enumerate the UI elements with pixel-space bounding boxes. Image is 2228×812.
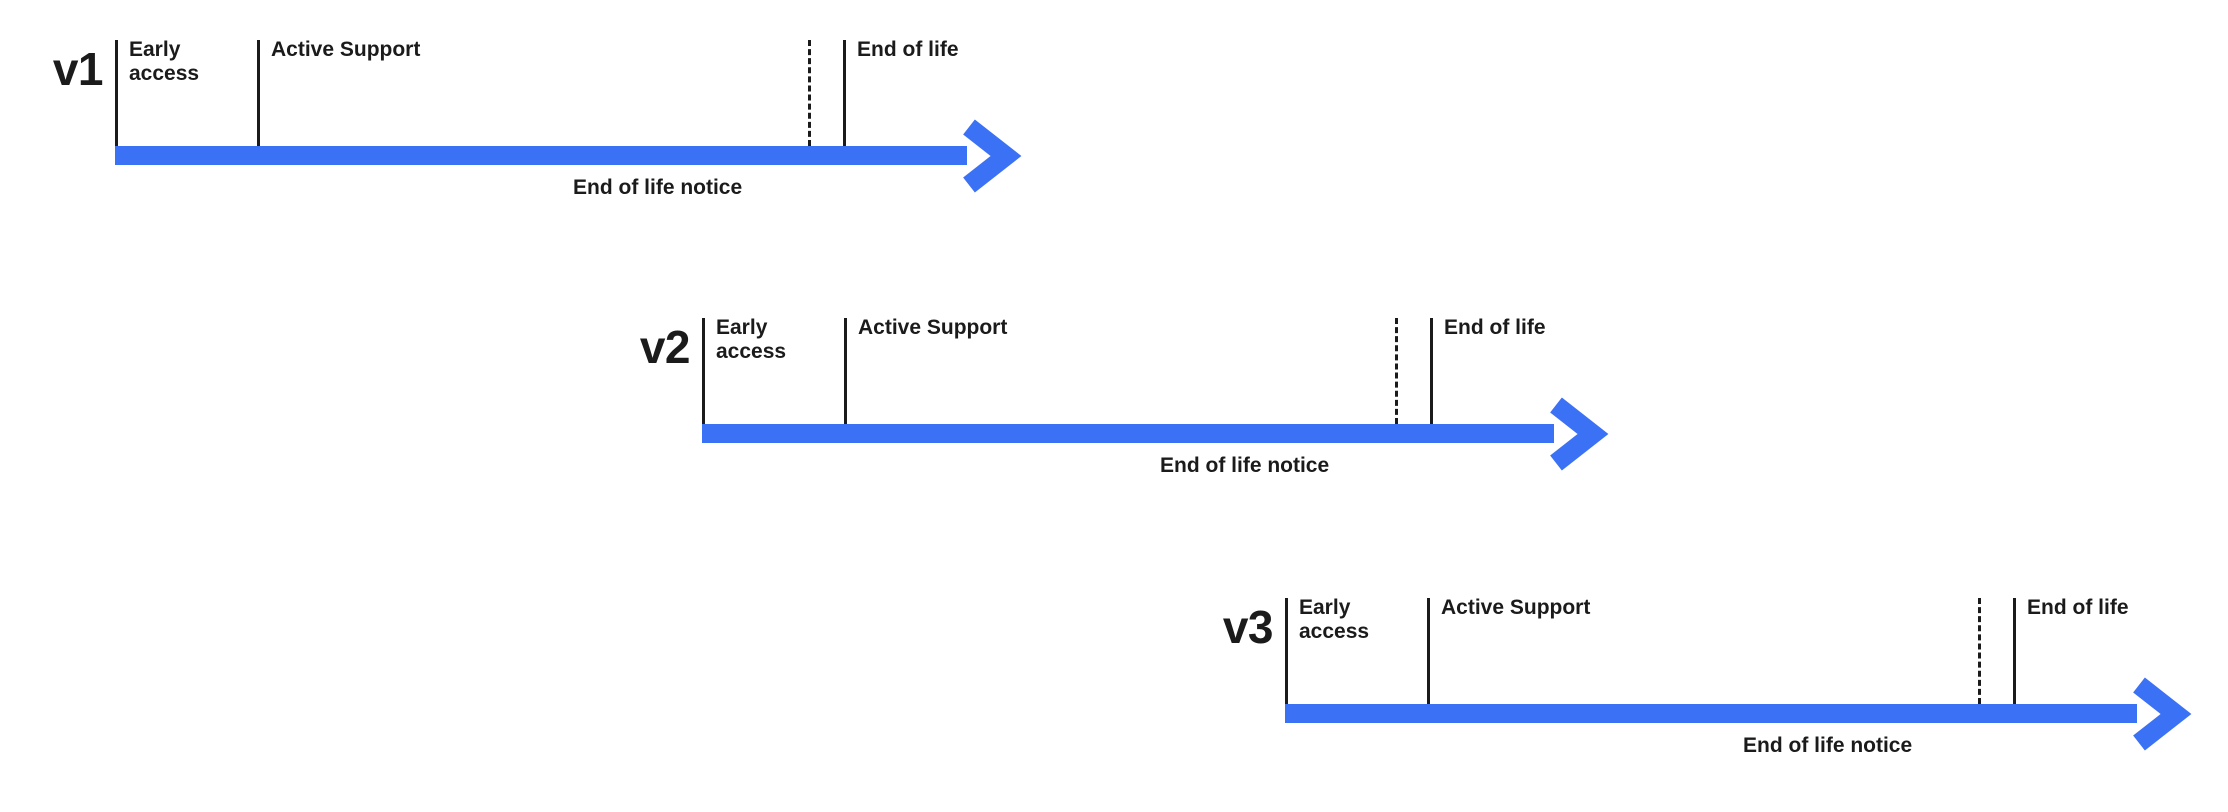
tick-active-support-start <box>1427 598 1430 704</box>
arrow-right-icon <box>963 119 1022 193</box>
phase-label-end-of-life: End of life <box>1444 316 1546 339</box>
tick-end-of-life-notice-dashed <box>1395 318 1398 424</box>
tick-early-access-start <box>702 318 705 424</box>
tick-active-support-start <box>257 40 260 146</box>
end-of-life-notice-label: End of life notice <box>1743 734 1913 757</box>
phase-label-active-support: Active Support <box>1441 596 1591 619</box>
end-of-life-notice-label: End of life notice <box>573 176 743 199</box>
tick-early-access-start <box>115 40 118 146</box>
phase-label-active-support: Active Support <box>271 38 421 61</box>
tick-end-of-life-start <box>2013 598 2016 704</box>
tick-end-of-life-start <box>1430 318 1433 424</box>
support-track-bar <box>1285 704 2137 723</box>
version-label: v2 <box>639 321 691 373</box>
timeline-row: v3 Early access Active Support End of li… <box>1223 568 2197 758</box>
phase-label-active-support: Active Support <box>858 316 1008 339</box>
version-label: v1 <box>52 43 104 95</box>
phase-label-early-access: Early access <box>1299 596 1370 643</box>
tick-end-of-life-start <box>843 40 846 146</box>
tick-end-of-life-notice-dashed <box>1978 598 1981 704</box>
phase-label-early-access: Early access <box>129 38 200 85</box>
support-track-bar <box>115 146 967 165</box>
phase-label-end-of-life: End of life <box>857 38 959 61</box>
version-label: v3 <box>1222 601 1274 653</box>
tick-early-access-start <box>1285 598 1288 704</box>
timeline-row: v1 Early access Active Support End of li… <box>53 10 1027 200</box>
phase-label-early-access: Early access <box>716 316 787 363</box>
timeline-row: v2 Early access Active Support End of li… <box>640 288 1614 478</box>
arrow-right-icon <box>1550 397 1609 471</box>
support-track-bar <box>702 424 1554 443</box>
tick-active-support-start <box>844 318 847 424</box>
tick-end-of-life-notice-dashed <box>808 40 811 146</box>
phase-label-end-of-life: End of life <box>2027 596 2129 619</box>
end-of-life-notice-label: End of life notice <box>1160 454 1330 477</box>
arrow-right-icon <box>2133 677 2192 751</box>
